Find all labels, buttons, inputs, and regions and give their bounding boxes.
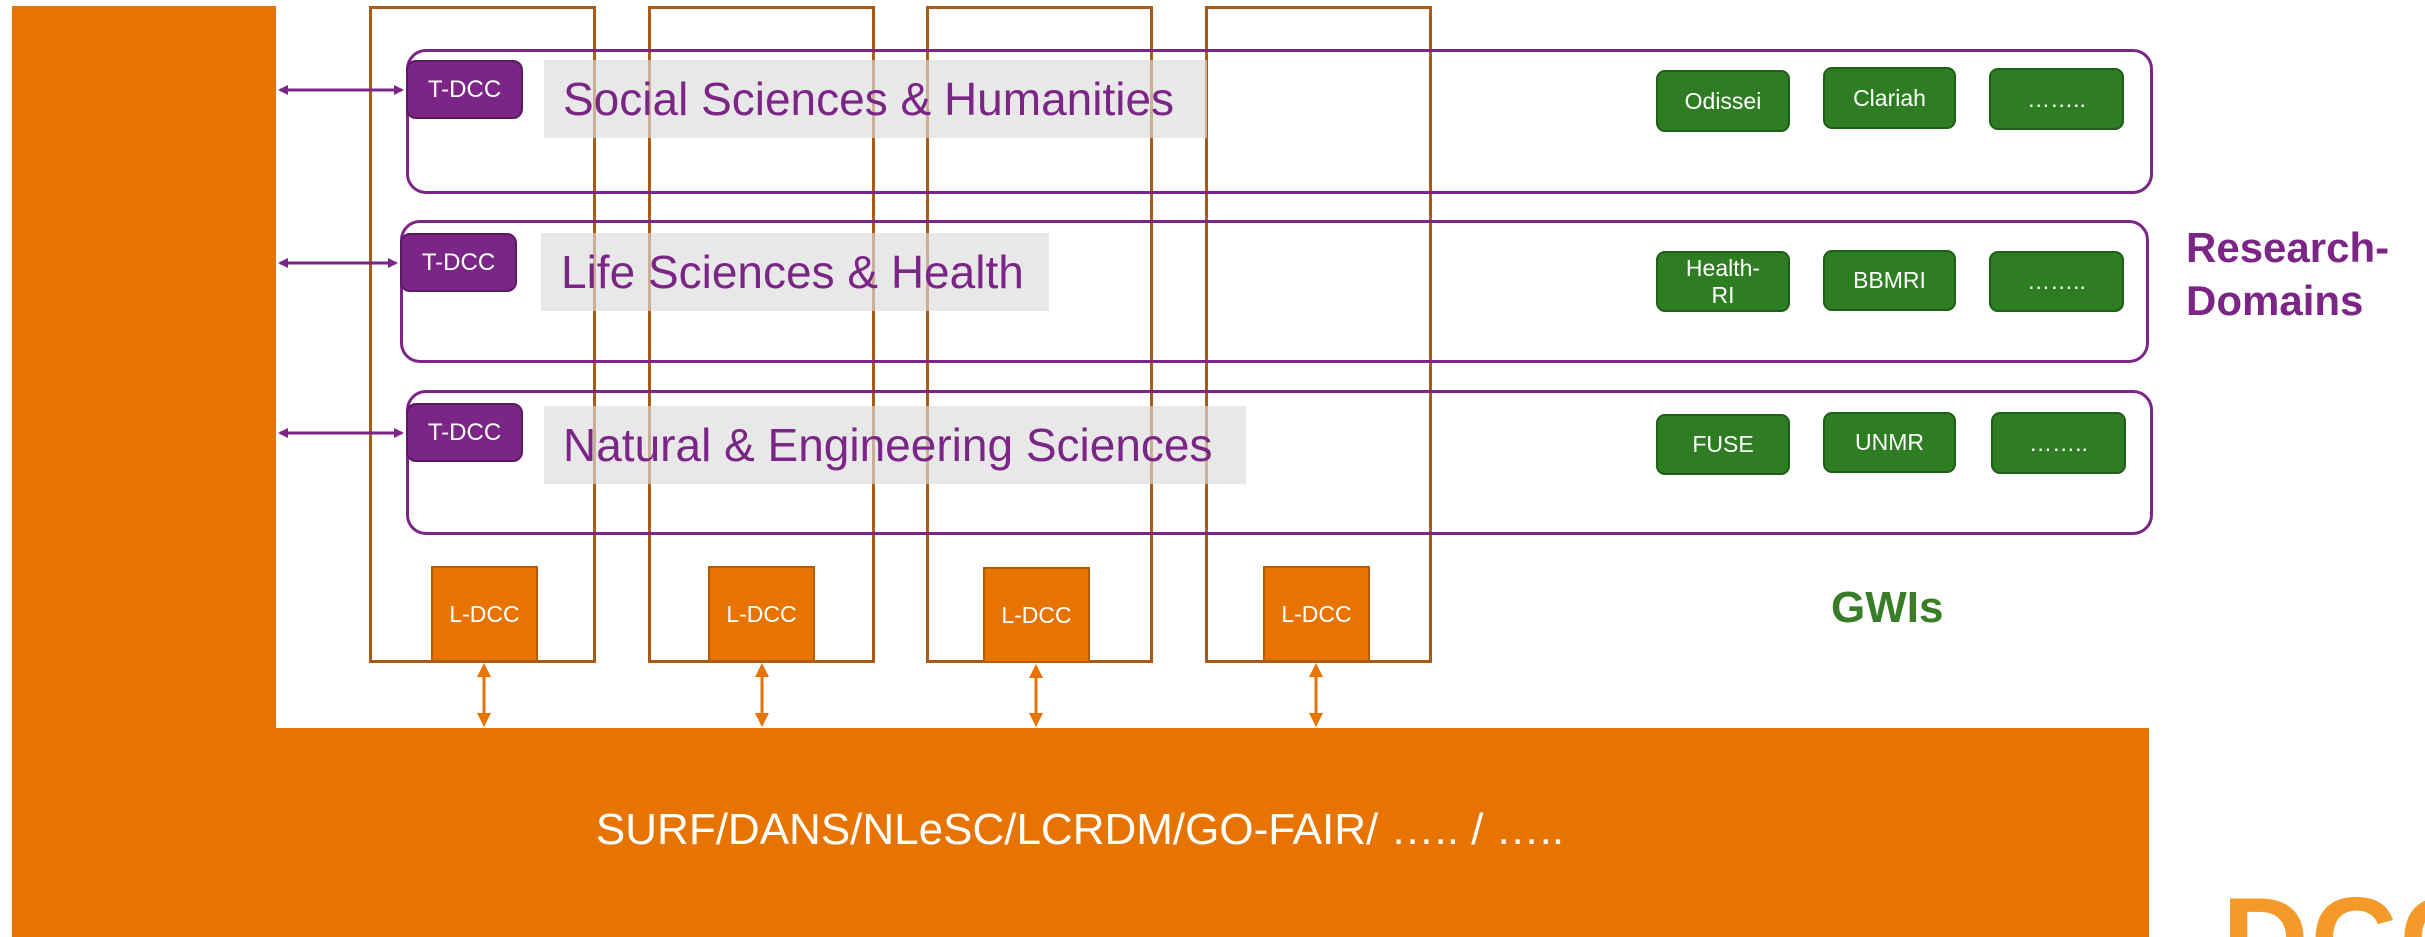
domain-label-natural-sciences: Natural & Engineering Sciences [563, 419, 1213, 471]
domain-label-life-sciences: Life Sciences & Health [561, 246, 1024, 298]
gwi-fuse: FUSE [1656, 414, 1790, 475]
ldcc-box-3: L-DCC [983, 567, 1090, 663]
gwi-health-ri: Health- RI [1656, 251, 1790, 312]
tdcc-box-social-sciences: T-DCC [406, 60, 523, 119]
domain-row-natural-sciences [406, 390, 2153, 535]
domain-row-life-sciences [400, 220, 2149, 363]
domain-label-background [541, 233, 1049, 311]
research-domains-label: Research- Domains [2186, 224, 2390, 324]
ldcc-box-4: L-DCC [1263, 566, 1370, 662]
infrastructure-base-bar [12, 728, 2149, 937]
domain-label-social-sciences: Social Sciences & Humanities [563, 73, 1175, 125]
gwi-more-natural: …….. [1991, 412, 2126, 474]
domain-label-background [544, 60, 1207, 138]
gwis-label: GWIs [1831, 583, 1944, 632]
tdcc-box-life-sciences: T-DCC [400, 233, 517, 292]
domain-row-social-sciences [406, 49, 2153, 194]
gwi-bbmri: BBMRI [1823, 250, 1956, 311]
gwi-clariah: Clariah [1823, 67, 1956, 129]
gwi-unmr: UNMR [1823, 412, 1956, 473]
gwi-more-social: …….. [1989, 68, 2124, 130]
ldcc-box-1: L-DCC [431, 566, 538, 662]
tdcc-box-natural-sciences: T-DCC [406, 403, 523, 462]
domain-label-background [544, 406, 1246, 484]
infrastructure-label: SURF/DANS/NLeSC/LCRDM/GO-FAIR/ ….. / ….. [595, 805, 1565, 854]
gwi-more-life: …….. [1989, 251, 2124, 312]
gwi-odissei: Odissei [1656, 70, 1790, 132]
ldcc-box-2: L-DCC [708, 566, 815, 662]
dcc-logo: DCC [2222, 880, 2425, 937]
